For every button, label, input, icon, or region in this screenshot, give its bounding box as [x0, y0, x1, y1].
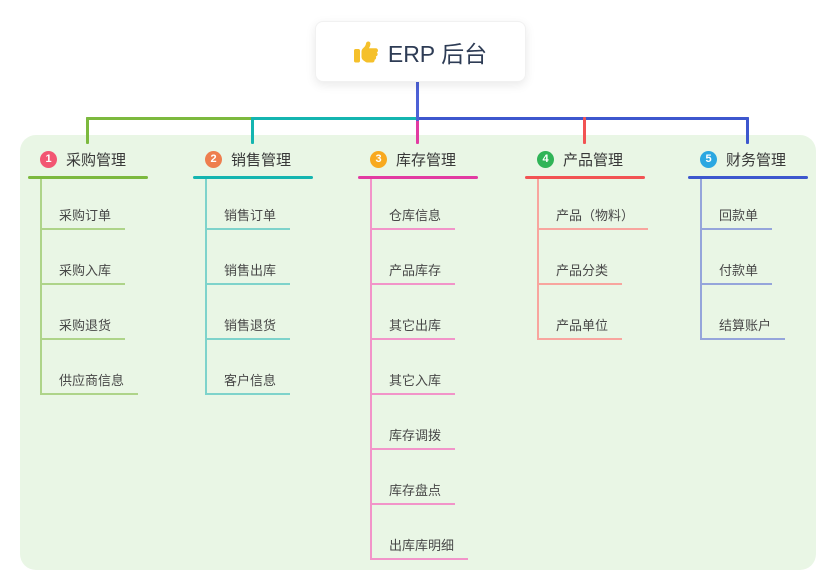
child-node[interactable]: 客户信息 — [205, 372, 291, 395]
child-node[interactable]: 产品（物料） — [537, 207, 649, 230]
child-node[interactable]: 采购退货 — [40, 317, 126, 340]
subtree-trunk — [700, 179, 702, 340]
child-node[interactable]: 采购订单 — [40, 207, 126, 230]
branch-node-label: 采购管理 — [66, 151, 127, 169]
child-node[interactable]: 仓库信息 — [370, 207, 456, 230]
child-node[interactable]: 采购入库 — [40, 262, 126, 285]
connector-drop-branch-2 — [251, 117, 254, 144]
branch-node-label: 财务管理 — [726, 151, 787, 169]
child-node[interactable]: 销售出库 — [205, 262, 291, 285]
child-node[interactable]: 回款单 — [700, 207, 773, 230]
connector-drop-branch-5 — [746, 117, 749, 144]
connector-elbow-branch-5 — [416, 117, 749, 120]
branch-node[interactable]: 3 库存管理 — [358, 148, 528, 170]
branch-node[interactable]: 5 财务管理 — [688, 148, 839, 170]
branch-underline — [358, 176, 478, 179]
branch-badge: 2 — [205, 150, 222, 168]
branch-badge: 5 — [700, 150, 717, 168]
child-node[interactable]: 供应商信息 — [40, 372, 139, 395]
child-node[interactable]: 结算账户 — [700, 317, 786, 340]
root-node-label: ERP 后台 — [387, 40, 488, 67]
branch-badge: 3 — [370, 150, 387, 168]
connector-stem — [416, 80, 419, 121]
subtree-trunk — [40, 179, 42, 395]
branch-2: 2 销售管理销售订单销售出库销售退货客户信息 — [193, 148, 363, 395]
connector-drop-branch-3 — [416, 117, 419, 144]
branch-5: 5 财务管理回款单付款单结算账户 — [688, 148, 839, 340]
branch-node[interactable]: 1 采购管理 — [28, 148, 198, 170]
branch-node[interactable]: 4 产品管理 — [525, 148, 695, 170]
connector-drop-branch-4 — [583, 117, 586, 144]
canvas-panel — [20, 135, 816, 570]
connector-drop-branch-1 — [86, 117, 89, 144]
child-node[interactable]: 出库库明细 — [370, 537, 469, 560]
child-node[interactable]: 销售订单 — [205, 207, 291, 230]
branch-underline — [525, 176, 645, 179]
connector-elbow-branch-2 — [251, 117, 419, 120]
branch-node[interactable]: 2 销售管理 — [193, 148, 363, 170]
child-node[interactable]: 销售退货 — [205, 317, 291, 340]
child-node[interactable]: 库存盘点 — [370, 482, 456, 505]
child-node[interactable]: 付款单 — [700, 262, 773, 285]
thumbs-up-icon — [353, 40, 378, 62]
branch-underline — [28, 176, 148, 179]
subtree-trunk — [537, 179, 539, 340]
branch-3: 3 库存管理仓库信息产品库存其它出库其它入库库存调拨库存盘点出库库明细 — [358, 148, 528, 560]
child-node[interactable]: 产品分类 — [537, 262, 623, 285]
mindmap-root-node[interactable]: ERP 后台 — [315, 21, 526, 82]
subtree-trunk — [205, 179, 207, 395]
branch-1: 1 采购管理采购订单采购入库采购退货供应商信息 — [28, 148, 198, 395]
child-node[interactable]: 库存调拨 — [370, 427, 456, 450]
subtree-trunk — [370, 179, 372, 560]
branch-node-label: 库存管理 — [396, 151, 457, 169]
branch-underline — [193, 176, 313, 179]
branch-4: 4 产品管理产品（物料） 产品分类产品单位 — [525, 148, 695, 340]
branch-node-label: 销售管理 — [231, 151, 292, 169]
branch-badge: 4 — [537, 150, 554, 168]
child-node[interactable]: 其它入库 — [370, 372, 456, 395]
branch-underline — [688, 176, 808, 179]
child-node[interactable]: 其它出库 — [370, 317, 456, 340]
child-node[interactable]: 产品单位 — [537, 317, 623, 340]
branch-node-label: 产品管理 — [563, 151, 624, 169]
branch-badge: 1 — [40, 150, 57, 168]
child-node[interactable]: 产品库存 — [370, 262, 456, 285]
